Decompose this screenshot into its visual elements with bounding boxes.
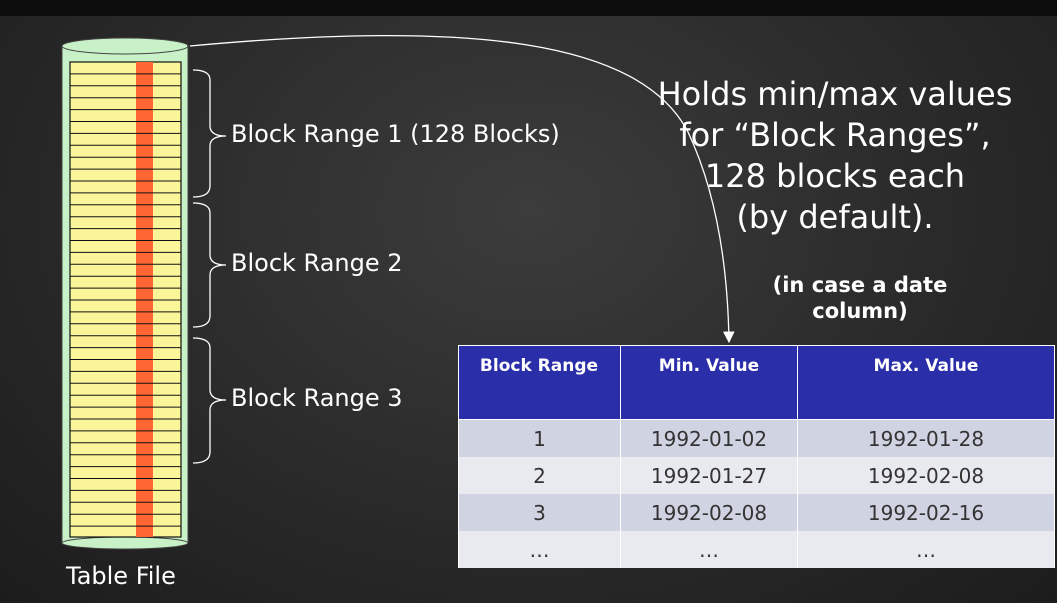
brace-range-3 (192, 337, 227, 464)
header-block-range: Block Range (458, 345, 621, 420)
cell-max-value: 1992-02-16 (797, 494, 1055, 531)
block-range-1-label: Block Range 1 (128 Blocks) (231, 120, 560, 148)
header-max-value: Max. Value (797, 345, 1055, 420)
brace-range-2 (192, 202, 227, 328)
block-range-summary-table: Block Range Min. Value Max. Value 1 1992… (458, 345, 1055, 568)
table-row: … … … (458, 531, 1055, 568)
cell-block-range: 2 (458, 457, 621, 494)
block-divider-lines (70, 73, 181, 527)
link-arrow (189, 34, 735, 344)
table-file-label: Table File (66, 562, 176, 590)
cell-min-value: 1992-02-08 (620, 494, 798, 531)
cell-max-value: 1992-02-08 (797, 457, 1055, 494)
note-line-2: column) (812, 299, 908, 323)
top-bar (0, 0, 1057, 16)
cell-block-range: … (458, 531, 621, 568)
cylinder-top (61, 37, 189, 55)
block-range-2-label: Block Range 2 (231, 249, 403, 277)
cylinder-bottom (61, 536, 189, 550)
cell-block-range: 3 (458, 494, 621, 531)
headline-line-3: 128 blocks each (704, 157, 966, 195)
headline-line-4: (by default). (736, 198, 934, 236)
headline-line-2: for “Block Ranges”, (679, 116, 991, 154)
brace-range-1 (192, 69, 227, 198)
table-row: 1 1992-01-02 1992-01-28 (458, 419, 1055, 457)
headline-line-1: Holds min/max values (657, 75, 1013, 113)
table-row: 3 1992-02-08 1992-02-16 (458, 494, 1055, 531)
headline: Holds min/max values for “Block Ranges”,… (625, 74, 1045, 238)
date-column-note: (in case a date column) (740, 272, 980, 324)
table-header-row: Block Range Min. Value Max. Value (458, 345, 1055, 420)
cell-block-range: 1 (458, 419, 621, 457)
cell-max-value: 1992-01-28 (797, 419, 1055, 457)
header-min-value: Min. Value (620, 345, 798, 420)
cell-max-value: … (797, 531, 1055, 568)
table-row: 2 1992-01-27 1992-02-08 (458, 457, 1055, 494)
cell-min-value: … (620, 531, 798, 568)
block-range-3-label: Block Range 3 (231, 384, 403, 412)
cell-min-value: 1992-01-02 (620, 419, 798, 457)
cell-min-value: 1992-01-27 (620, 457, 798, 494)
note-line-1: (in case a date (772, 273, 948, 297)
